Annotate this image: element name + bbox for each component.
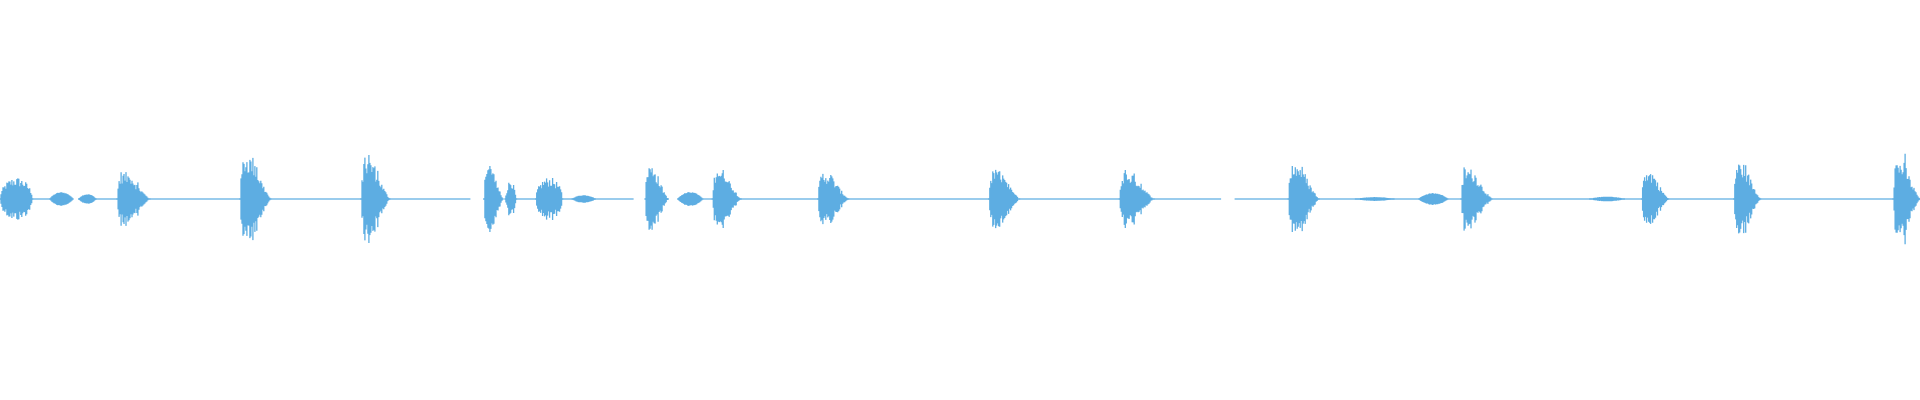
waveform-event: [1733, 164, 1762, 234]
waveform-event: [504, 182, 518, 216]
waveform-event: [1287, 166, 1320, 232]
waveform-event: [483, 166, 504, 232]
waveform-event: [1640, 174, 1670, 224]
waveform-event: [116, 172, 151, 226]
waveform-event: [360, 155, 391, 243]
waveform-event: [49, 192, 74, 206]
waveform-event: [239, 157, 272, 241]
waveform-event: [817, 173, 850, 225]
waveform-event: [1354, 197, 1395, 201]
waveform-events: [0, 153, 1920, 245]
waveform-event: [571, 195, 596, 203]
waveform-event: [1460, 167, 1493, 231]
waveform-event: [0, 178, 34, 220]
waveform-event: [1418, 193, 1449, 205]
waveform-event: [988, 169, 1021, 229]
waveform-event: [711, 170, 742, 228]
waveform-event: [1589, 196, 1625, 202]
waveform-event: [1118, 170, 1155, 228]
waveform-event: [644, 168, 669, 230]
waveform-event: [1892, 153, 1920, 245]
waveform-event: [535, 178, 564, 220]
waveform-event: [677, 192, 704, 206]
waveform-event: [78, 194, 97, 204]
